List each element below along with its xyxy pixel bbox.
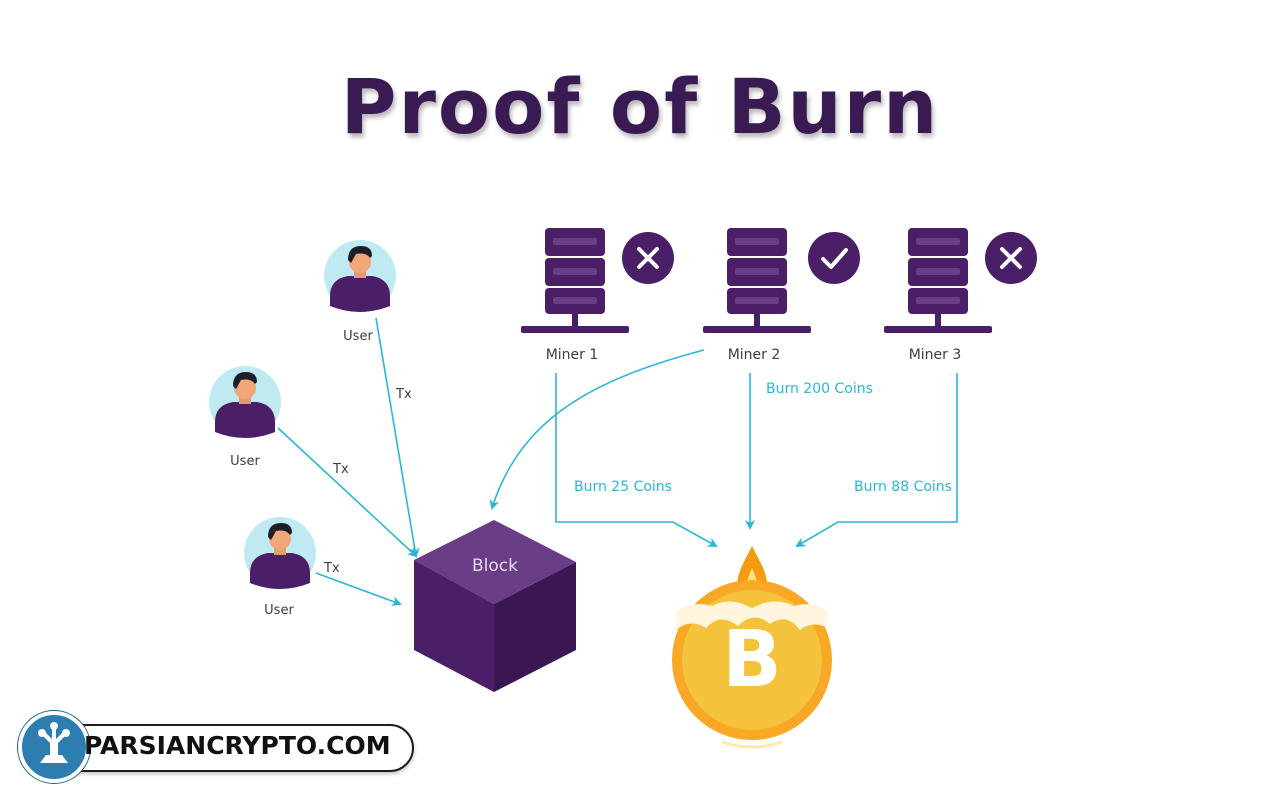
user-label: User [264, 603, 294, 618]
page-title: Proof of Burn [340, 62, 940, 151]
user-avatar-middle: User [209, 366, 281, 469]
miner-1-status-icon [622, 232, 674, 284]
miner-2-status-icon [808, 232, 860, 284]
user-label: User [343, 329, 373, 344]
user-avatar-bottom: User [244, 517, 316, 618]
miner-1-server [521, 228, 629, 333]
block-label: Block [472, 556, 518, 576]
user-avatar-top: User [324, 240, 396, 344]
logo-tree-icon [38, 722, 70, 763]
miner-3-burn-arrow [795, 373, 958, 548]
winner-to-block-arrow [489, 349, 705, 510]
parsiancrypto-logo: PARSIANCRYPTO.COM [18, 711, 418, 783]
tx-label: Tx [395, 387, 412, 402]
miner-2-server [703, 228, 811, 333]
tx-arrow-bottom [315, 572, 402, 606]
tx-arrow-middle [277, 427, 418, 558]
user-label: User [230, 454, 260, 469]
miner-3-server [884, 228, 992, 333]
miner-1-label: Miner 1 [546, 347, 599, 363]
watermark-text: PARSIANCRYPTO.COM [84, 731, 391, 760]
tx-label: Tx [332, 462, 349, 477]
miner-1-burn-arrow [555, 373, 718, 547]
tx-label: Tx [323, 561, 340, 576]
bitcoin-symbol: B [722, 615, 781, 705]
miner-2-label: Miner 2 [728, 347, 781, 363]
tx-arrow-top [375, 317, 420, 558]
miner-3-burn-label: Burn 88 Coins [854, 479, 952, 495]
block-cube: Block [414, 520, 576, 692]
logo-badge [18, 711, 90, 783]
logo-pill [54, 724, 414, 772]
miner-3-status-icon [985, 232, 1037, 284]
miner-3-label: Miner 3 [909, 347, 962, 363]
bitcoin-candle-icon: B [672, 546, 832, 749]
miner-1-burn-label: Burn 25 Coins [574, 479, 672, 495]
miner-2-burn-label: Burn 200 Coins [766, 381, 873, 397]
